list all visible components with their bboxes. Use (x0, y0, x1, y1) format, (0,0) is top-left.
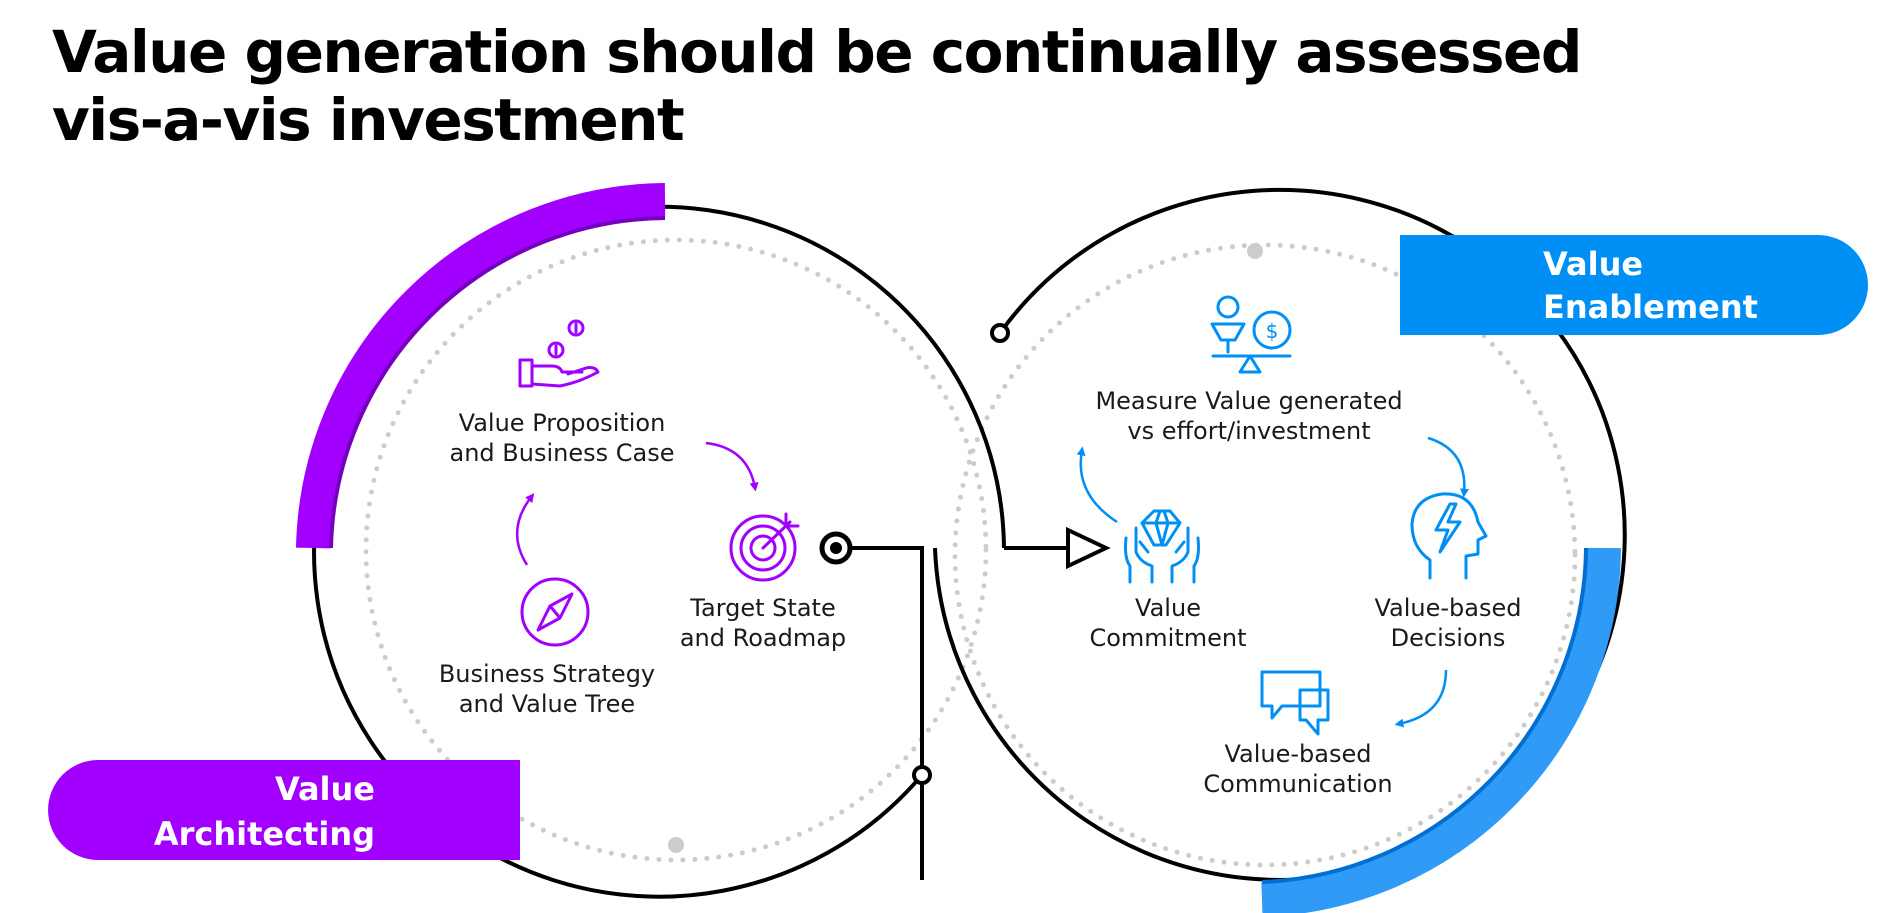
hand-coins-icon (518, 319, 600, 388)
measure-label-2: vs effort/investment (1127, 417, 1370, 445)
commitment-label-1: Value (1135, 594, 1201, 622)
blue-arc-inner (1261, 547, 1588, 884)
proposition-label-1: Value Proposition (459, 409, 666, 437)
target-label-2: and Roadmap (680, 624, 846, 652)
architecting-label-2: Architecting (154, 815, 375, 853)
purple-arc-inner (329, 216, 666, 549)
scale-dollar-icon: $ (1210, 295, 1292, 374)
enablement-label-1: Value (1543, 245, 1643, 283)
blue-arc (1261, 547, 1621, 913)
strategy-label-1: Business Strategy (439, 660, 655, 688)
left-dotted-ring (363, 237, 989, 863)
chat-bubbles-icon (1260, 670, 1330, 736)
page-title: Value generation should be continually a… (52, 18, 1582, 154)
communication-label-1: Value-based (1224, 740, 1371, 768)
arrow-decisions-to-communication (1394, 669, 1448, 728)
communication-label-2: Communication (1203, 770, 1392, 798)
left-dot-marker (668, 837, 684, 853)
value-enablement-pill: Value Enablement (1400, 235, 1868, 335)
purple-arc (296, 183, 666, 549)
head-lightning-icon (1410, 492, 1488, 580)
arrow-measure-to-decisions (1427, 436, 1469, 498)
strategy-label-2: and Value Tree (459, 690, 635, 718)
arrow-proposition-to-target (705, 441, 759, 492)
arrow-commitment-to-measure (1076, 446, 1118, 524)
hands-diamond-icon (1124, 509, 1200, 584)
right-dotted-ring (952, 242, 1578, 868)
compass-icon (520, 577, 590, 647)
proposition-label-2: and Business Case (450, 439, 675, 467)
left-start-node-core (830, 542, 842, 554)
value-architecting-pill: Value Architecting (48, 760, 520, 860)
right-start-node (990, 323, 1010, 343)
enablement-label-2: Enablement (1543, 288, 1758, 326)
title-line-1: Value generation should be continually a… (52, 18, 1582, 86)
title-line-2: vis-a-vis investment (52, 86, 685, 154)
left-connector (840, 546, 924, 880)
target-label-1: Target State (689, 594, 835, 622)
right-entry-arrow (1066, 526, 1111, 570)
svg-text:$: $ (1266, 319, 1279, 343)
decisions-label-2: Decisions (1391, 624, 1506, 652)
architecting-label-1: Value (275, 770, 375, 808)
commitment-label-2: Commitment (1089, 624, 1246, 652)
measure-label-1: Measure Value generated (1095, 387, 1402, 415)
left-end-node (912, 765, 932, 785)
right-dot-marker (1247, 243, 1263, 259)
target-icon (729, 512, 800, 582)
decisions-label-1: Value-based (1374, 594, 1521, 622)
arrow-strategy-to-proposition (515, 493, 535, 566)
